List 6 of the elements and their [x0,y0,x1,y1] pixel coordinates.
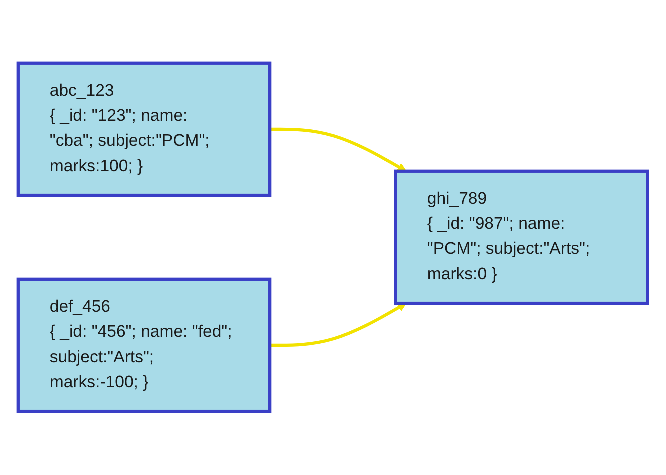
node-box [16,62,272,198]
diagram-drawing: abc_123 { _id: "123"; name: "cba"; subject:"PCM"; marks:100; } def_456 { _id: "456"; name: "fed"; subject:"Arts"; marks:-100; } ghi_789 { _id: "987"; name: "PCM"; subject:"Arts"; marks:0 } [10,55,656,420]
node-box [16,278,272,414]
arrow [270,128,407,172]
arrow [270,303,407,348]
node-box [394,170,650,306]
